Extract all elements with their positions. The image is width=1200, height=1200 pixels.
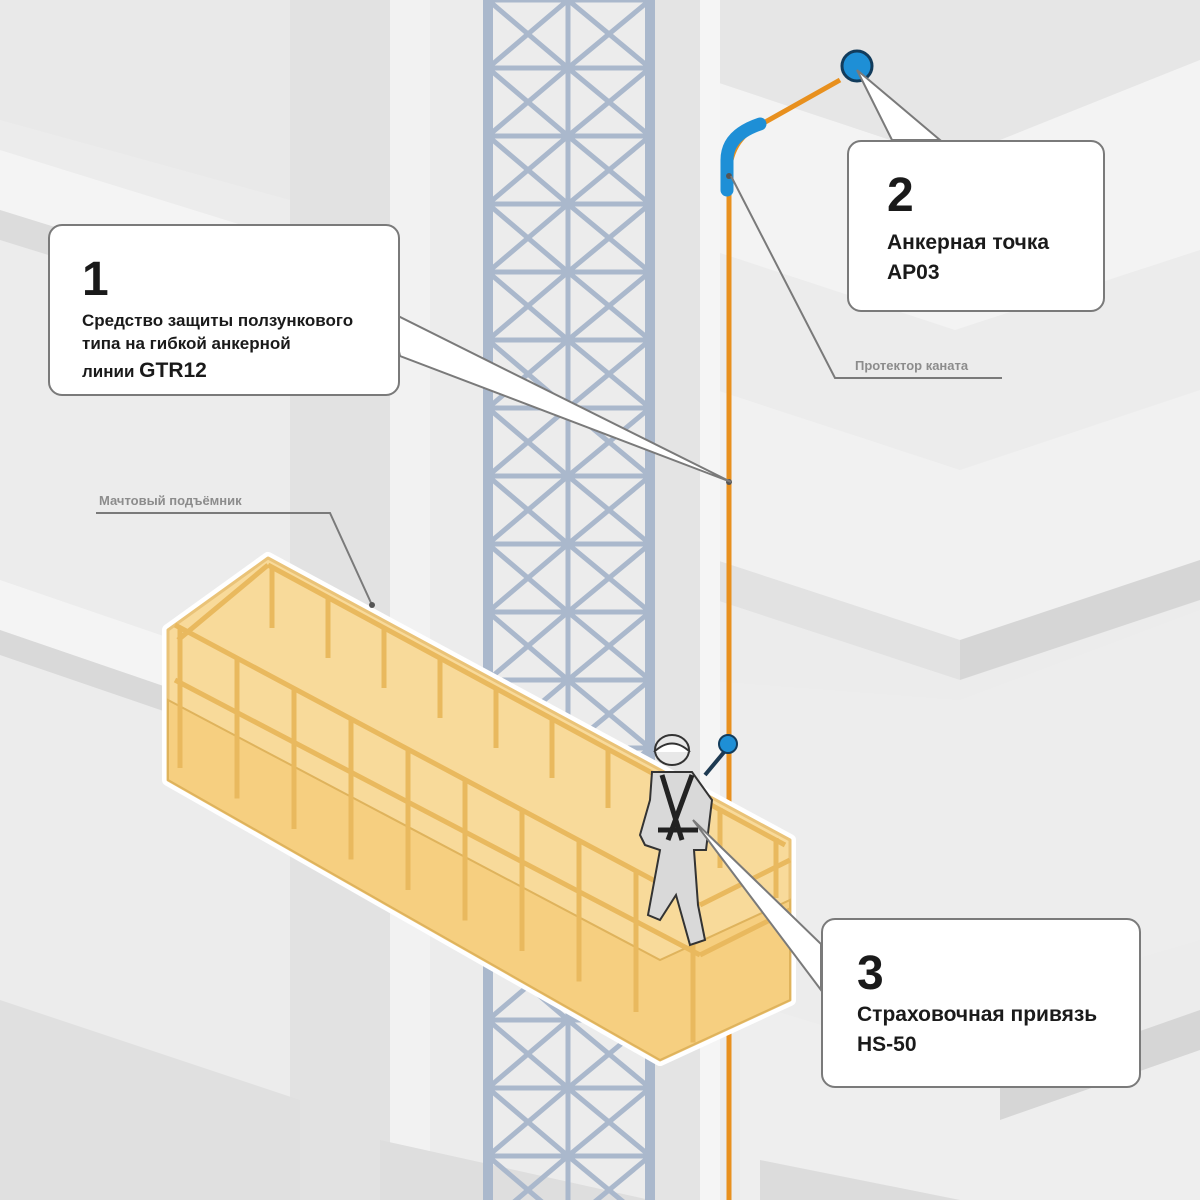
callout-description: Анкерная точка AP03 [887,228,1049,289]
product-code: GTR12 [139,358,207,382]
callout-number: 1 [82,253,109,306]
callout-2-anchor-point: 2 Анкерная точка AP03 [847,140,1105,312]
product-code: AP03 [887,261,940,285]
label-mast-hoist: Мачтовый подъёмник [99,493,242,508]
product-code: HS-50 [857,1033,917,1057]
callout-text-line2: типа на гибкой анкерной [82,333,291,353]
callout-text-line1: Анкерная точка [887,231,1050,254]
worker-with-harness [638,734,738,947]
rope-protector [720,117,767,197]
protector-leader-line [730,175,1002,379]
mast-hoist-platform [162,552,796,1066]
callout-number: 2 [887,169,914,222]
callout-3-harness: 3 Страховочная привязь HS-50 [821,918,1141,1088]
label-rope-protector: Протектор каната [855,358,969,373]
anchor-point-ap03 [840,49,874,83]
callout-description: Средство защиты ползункового типа на гиб… [82,310,392,386]
anchor-rope-system [720,49,874,1200]
hoist-leader-line [96,512,373,606]
callout-text-line1: Страховочная привязь [857,1003,1098,1026]
callout-text-line3: линии [82,361,135,381]
callout-text-line1: Средство защиты ползункового [82,311,354,330]
callout-1-rope-grab: 1 Средство защиты ползункового типа на г… [48,224,400,396]
callout-description: Страховочная привязь HS-50 [857,1000,1097,1061]
callout-number: 3 [857,947,884,1000]
